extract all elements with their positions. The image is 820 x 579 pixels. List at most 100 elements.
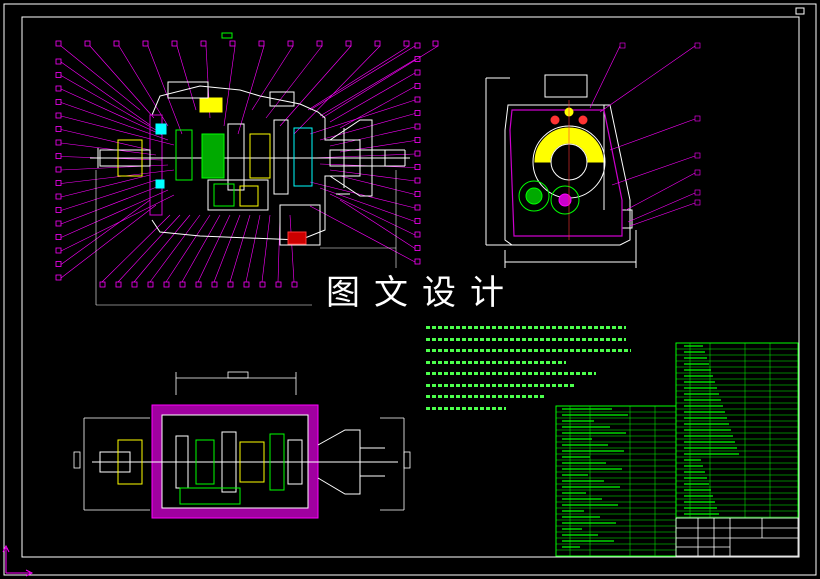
leader-balloon	[432, 40, 439, 47]
leader-line	[289, 214, 295, 283]
leader-balloon	[403, 40, 410, 47]
leader-balloon	[694, 199, 701, 206]
leader-balloon	[55, 99, 62, 105]
leader-balloon	[229, 40, 236, 47]
leader-balloon	[414, 245, 421, 251]
note-line	[426, 357, 566, 369]
note-line	[426, 345, 631, 357]
leader-line	[60, 189, 169, 238]
leader-line	[165, 214, 211, 283]
gearbox-housing	[149, 85, 361, 241]
leader-line	[307, 45, 410, 111]
leader-balloon	[291, 281, 298, 288]
leader-lines	[60, 45, 439, 283]
main-section-view	[55, 40, 439, 306]
note-line-glyphs	[426, 406, 506, 410]
leader-balloons-top	[55, 40, 439, 47]
leader-line	[60, 204, 157, 279]
leader-line	[279, 45, 352, 127]
leader-balloon	[414, 164, 421, 170]
leader-balloon	[259, 281, 266, 288]
leader-line	[89, 45, 155, 119]
leader-balloon	[179, 281, 186, 288]
leader-line	[321, 45, 439, 119]
leader-balloon	[147, 281, 154, 288]
leader-line	[309, 45, 416, 111]
leader-balloon	[115, 281, 122, 288]
leader-line	[261, 214, 271, 283]
note-line-glyphs	[426, 395, 546, 398]
note-line-glyphs	[426, 360, 566, 364]
leader-balloon	[287, 40, 294, 47]
leader-line	[60, 102, 169, 141]
leader-balloon	[227, 281, 234, 288]
leader-line	[589, 45, 621, 109]
leader-balloon	[694, 189, 701, 196]
leader-line	[60, 75, 157, 131]
leader-line	[60, 194, 175, 252]
leader-line	[213, 214, 241, 283]
title-block	[675, 517, 799, 557]
technical-notes	[426, 322, 686, 414]
leader-line	[60, 169, 175, 184]
ucs-icon	[2, 544, 34, 577]
leader-balloon	[55, 274, 62, 281]
leader-line	[60, 129, 151, 151]
leader-line	[245, 214, 261, 283]
leader-line	[60, 115, 175, 146]
parts-list	[555, 342, 799, 557]
leader-line	[319, 187, 416, 222]
leader-line	[60, 199, 151, 265]
leader-line	[60, 61, 151, 126]
leader-balloon	[55, 112, 62, 119]
note-line	[426, 403, 506, 415]
leader-balloons-left	[55, 58, 62, 281]
leader-balloon	[414, 69, 421, 76]
leader-balloon	[195, 281, 202, 288]
leader-balloon	[414, 204, 421, 211]
leader-line	[197, 214, 231, 283]
leader-balloon	[163, 281, 170, 288]
leader-balloon	[694, 152, 701, 159]
leader-line	[629, 202, 696, 227]
leader-balloon	[55, 261, 62, 267]
leader-balloon	[55, 247, 62, 254]
leader-line	[60, 142, 157, 156]
leader-balloon	[55, 207, 62, 213]
note-line	[426, 368, 596, 380]
leader-line	[319, 113, 416, 141]
leader-balloon	[414, 56, 421, 62]
leader-balloon	[142, 40, 149, 47]
leader-line	[329, 193, 416, 236]
leader-line	[625, 172, 696, 211]
leader-balloon	[414, 83, 421, 89]
leader-line	[60, 184, 163, 225]
leader-balloon	[55, 234, 62, 240]
leader-balloon	[55, 85, 62, 92]
leader-balloon	[55, 58, 62, 65]
leader-balloon	[55, 126, 62, 132]
leader-balloon	[55, 193, 62, 200]
leader-balloons-bottom	[99, 281, 298, 288]
leader-line	[339, 175, 416, 195]
leader-balloon	[694, 115, 701, 122]
side-leaders	[589, 42, 701, 227]
leader-balloon	[243, 281, 250, 288]
leader-line	[599, 45, 696, 113]
leader-line	[339, 199, 416, 249]
side-section-view	[485, 42, 701, 268]
leader-line	[609, 118, 696, 151]
leader-line	[309, 153, 416, 159]
leader-balloon	[55, 220, 62, 227]
leader-balloon	[275, 281, 282, 288]
leader-balloon	[211, 281, 218, 288]
leader-line	[627, 192, 696, 223]
leader-line	[309, 99, 416, 135]
leader-balloon	[55, 153, 62, 159]
note-line-glyphs	[426, 326, 626, 329]
drawing-frame	[3, 3, 817, 576]
leader-balloon	[414, 110, 421, 116]
output-flange	[329, 119, 373, 197]
leader-balloon	[55, 72, 62, 78]
